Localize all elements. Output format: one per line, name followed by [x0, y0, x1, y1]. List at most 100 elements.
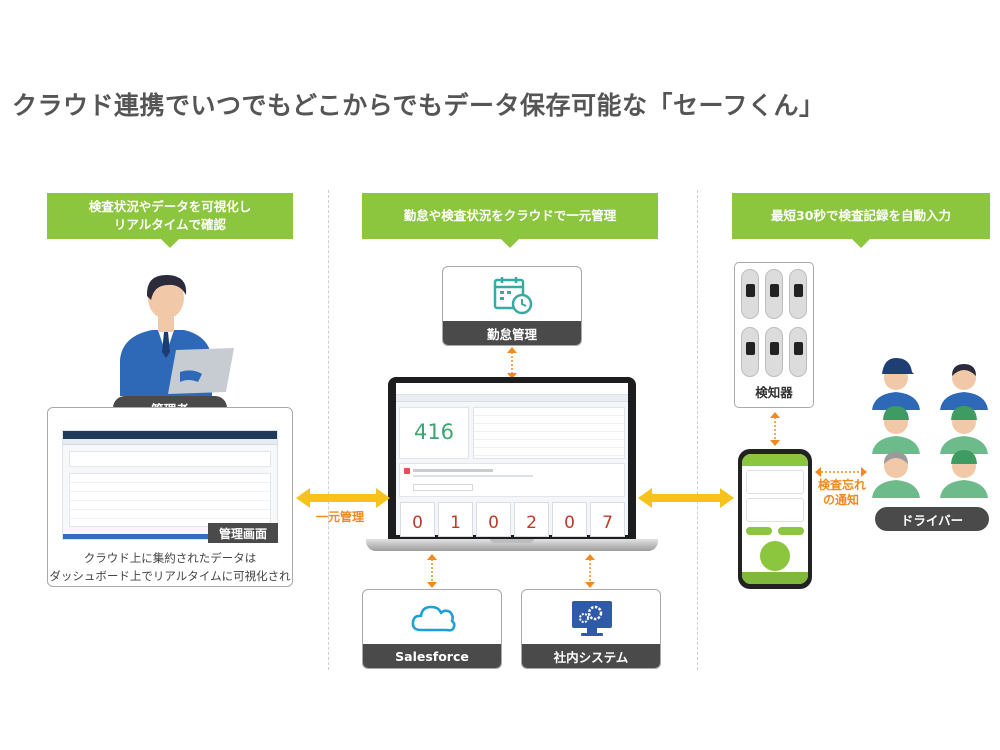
- gear-large-icon: [587, 605, 603, 621]
- unified-label: 一元管理: [316, 510, 365, 524]
- driver-3-body: [872, 436, 920, 454]
- detector-device-5: [765, 327, 783, 377]
- column-divider-right: [697, 190, 698, 670]
- driver-4-body: [940, 436, 988, 454]
- driver-6-cap: [951, 450, 977, 464]
- admin-tie: [162, 332, 170, 358]
- column-divider-left: [328, 190, 329, 670]
- driver-6-body: [940, 480, 988, 498]
- inspection-reminder-label: 検査忘れ の通知: [818, 478, 867, 508]
- arrow-detector-phone: [770, 412, 780, 446]
- admin-screen-header: [63, 431, 277, 439]
- smartphone: [738, 449, 812, 589]
- monitor-screen: [572, 601, 612, 628]
- driver-5-body: [872, 480, 920, 498]
- dashboard-digit: 1: [450, 513, 461, 533]
- arrow-laptop-internal: [585, 554, 595, 588]
- arrow-cloud-phone-shape: [638, 488, 734, 508]
- dashboard-count-panel: 416: [399, 407, 469, 459]
- arrow-driver-head-right: [861, 467, 867, 477]
- dashboard-digit-box: 1: [438, 502, 473, 537]
- driver-2-head: [952, 366, 976, 390]
- detector-device-2: [765, 269, 783, 319]
- monitor-stand: [587, 628, 597, 633]
- dashboard-digit: 2: [526, 513, 537, 533]
- phone-tab-bar: [742, 572, 808, 584]
- phone-button-right: [778, 527, 804, 535]
- arrow-attendance-head-up: [507, 347, 517, 353]
- admin-caption-line2: ダッシュボード上でリアルタイムに可視化されます。: [49, 569, 291, 586]
- arrow-salesforce-head-up: [427, 554, 437, 560]
- arrow-attendance-laptop: [507, 347, 517, 379]
- admin-screen-card: 管理画面 クラウド上に集約されたデータは ダッシュボード上でリアルタイムに可視化…: [47, 407, 293, 587]
- phone-start-button: [760, 541, 790, 571]
- cloud-outline: [411, 605, 456, 632]
- driver-3-cap: [883, 406, 909, 420]
- alert-icon: [404, 468, 410, 474]
- internal-system-label: 社内システム: [522, 644, 660, 668]
- dashboard-screen: 416: [396, 383, 628, 535]
- cloud-icon: [411, 605, 456, 632]
- salesforce-card: Salesforce: [362, 589, 502, 669]
- phone-screen: [742, 454, 808, 584]
- driver-4-cap: [951, 406, 977, 420]
- arrow-salesforce-head-down: [427, 582, 437, 588]
- phone-app-header: [742, 454, 808, 466]
- driver-1-cap: [882, 358, 914, 374]
- arrow-phone-driver: [815, 467, 867, 477]
- callout-cloud: 勤怠や検査状況をクラウドで一元管理: [362, 193, 658, 248]
- arrow-admin-cloud-shape: [296, 488, 390, 508]
- admin-illustration: [120, 274, 234, 396]
- dashboard-header: [396, 383, 628, 395]
- dashboard-digit: 7: [602, 513, 613, 533]
- alert-text-line-2: [413, 475, 533, 477]
- phone-card-1: [746, 470, 804, 494]
- callout-visualize-line1: 検査状況やデータを可視化し: [88, 199, 252, 214]
- arrow-internal-head-down: [585, 582, 595, 588]
- admin-screen-nav: [63, 439, 277, 445]
- arrow-driver-head-left: [815, 467, 821, 477]
- dashboard-digit: 0: [412, 513, 423, 533]
- dashboard-digit-box: 2: [514, 502, 549, 537]
- alert-input: [413, 484, 473, 491]
- admin-arm: [180, 370, 202, 382]
- monitor-base: [581, 633, 603, 636]
- attendance-label: 勤怠管理: [443, 321, 581, 345]
- detector-device-6: [789, 327, 807, 377]
- phone-button-row: [746, 527, 804, 535]
- dashboard-digit-box: 0: [552, 502, 587, 537]
- detector-card: 検知器: [734, 262, 814, 408]
- dashboard-alert-panel: [399, 463, 625, 497]
- admin-caption-line1: クラウド上に集約されたデータは: [83, 551, 257, 565]
- detector-device-3: [789, 269, 807, 319]
- clock-hands: [521, 299, 527, 307]
- admin-screen-table: [69, 473, 271, 527]
- admin-hair: [146, 274, 187, 300]
- dashboard-digit-box: 7: [590, 502, 625, 537]
- dashboard-digit: 0: [488, 513, 499, 533]
- arrow-detector-head-down: [770, 440, 780, 446]
- drivers-illustration: [872, 358, 988, 498]
- arrow-cloud-phone: [638, 488, 734, 508]
- admin-screen-toolbar: [69, 451, 271, 467]
- admin-screen-footer: [63, 534, 277, 539]
- arrow-admin-cloud: [296, 488, 390, 508]
- callout-visualize-line2: リアルタイムで確認: [113, 217, 227, 232]
- laptop-base: [366, 539, 658, 551]
- arrow-internal-head-up: [585, 554, 595, 560]
- attendance-card: 勤怠管理: [442, 266, 582, 346]
- driver-2-body: [940, 392, 988, 410]
- arrow-detector-head-up: [770, 412, 780, 418]
- detector-device-4: [741, 327, 759, 377]
- callout-visualize: 検査状況やデータを可視化し リアルタイムで確認: [47, 193, 293, 248]
- admin-screen-preview: [62, 430, 278, 540]
- gear-small-icon: [579, 613, 589, 623]
- driver-2-hair: [952, 364, 976, 376]
- arrow-attendance-head-down: [507, 373, 517, 379]
- page-title: クラウド連携でいつでもどこからでもデータ保存可能な「セーフくん」: [12, 91, 825, 120]
- driver-label: ドライバー: [875, 507, 989, 531]
- inspection-reminder-line1: 検査忘れ: [818, 478, 867, 492]
- calendar-cells-3: [500, 297, 504, 300]
- internal-system-card: 社内システム: [521, 589, 661, 669]
- calendar-cells: [500, 291, 504, 294]
